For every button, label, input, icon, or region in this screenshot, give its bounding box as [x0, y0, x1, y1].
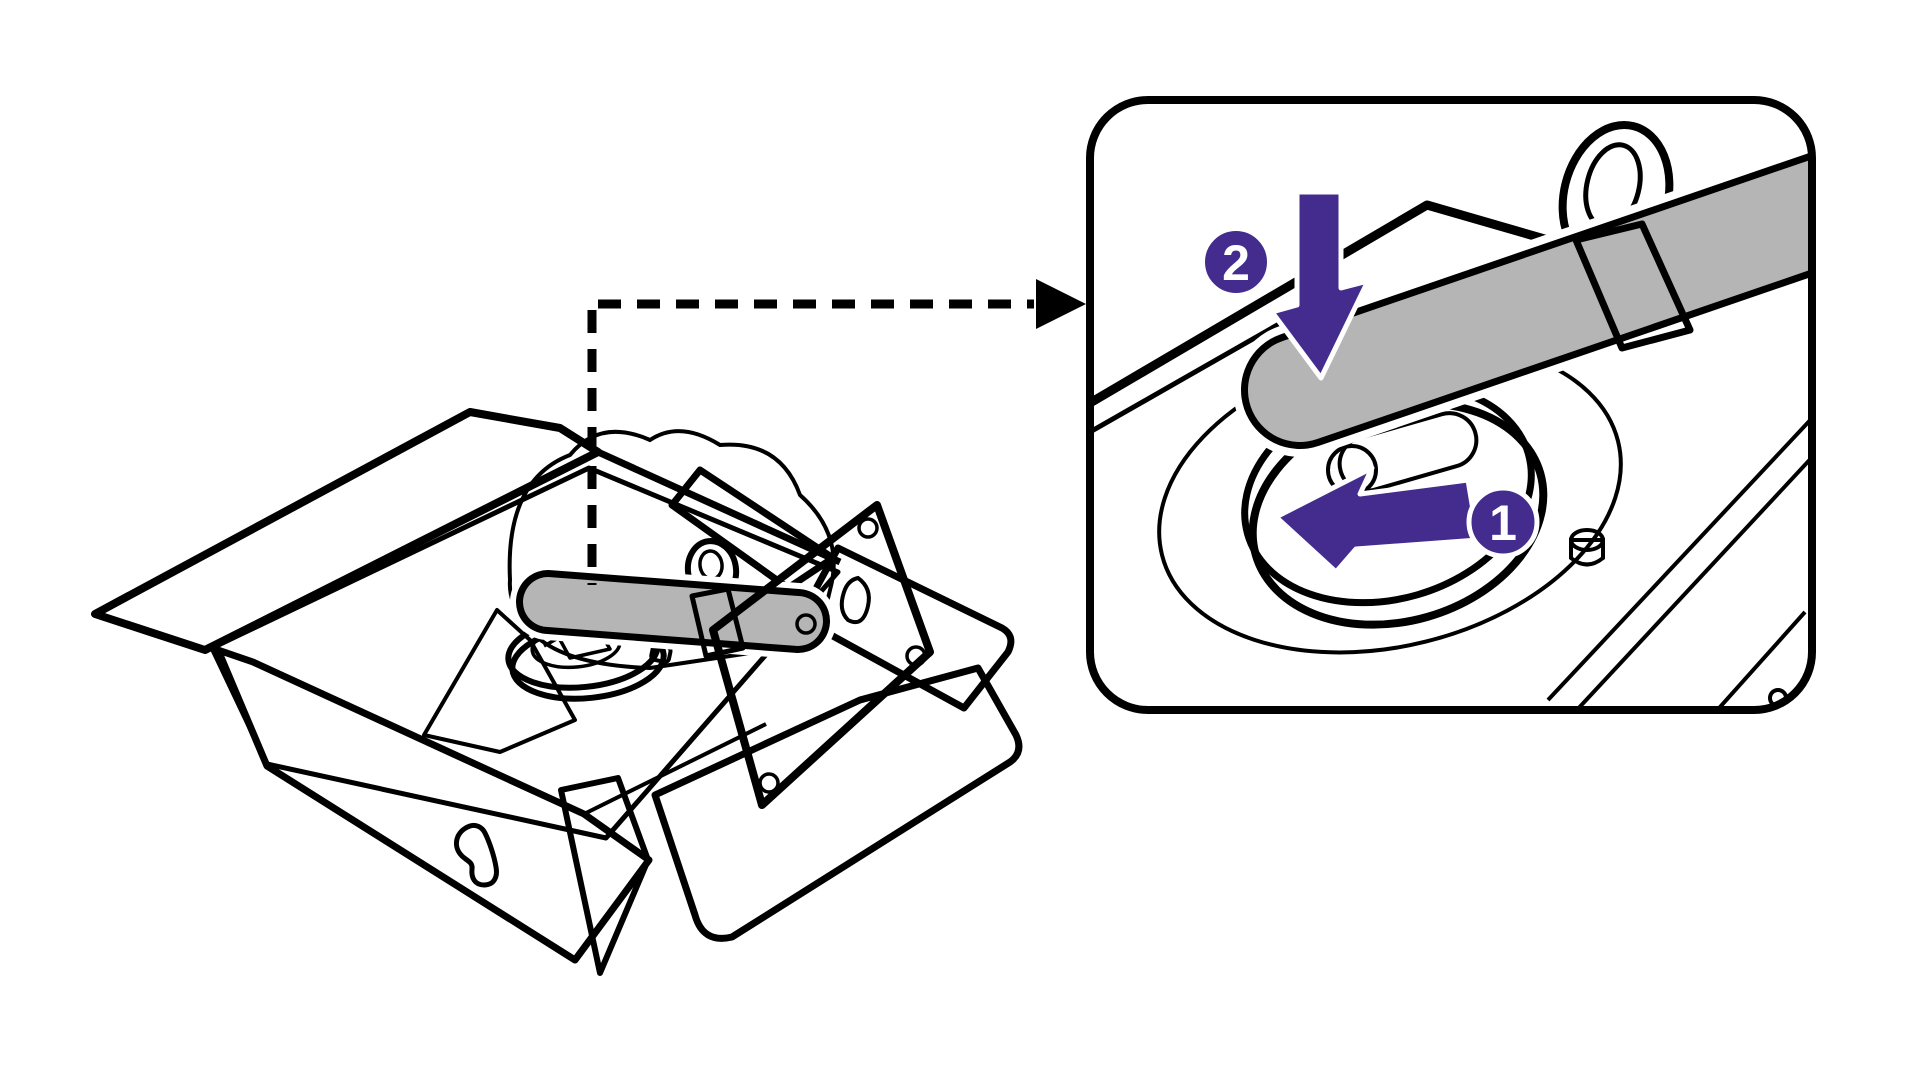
vesa-center-slot: [839, 575, 871, 625]
vesa-plate: [709, 501, 934, 809]
box-corner-edge-line: [1710, 610, 1807, 710]
step-2-badge: 2: [1201, 227, 1271, 297]
step-2-badge-circle: [1201, 227, 1271, 297]
cable-ring-band: [689, 586, 746, 659]
monitor-arm: [510, 564, 836, 659]
box-side-flap-right: [796, 544, 1015, 712]
thumb-screw-body: [1569, 538, 1605, 567]
vesa-screw-hole: [857, 517, 879, 539]
box-bottom-flap-right: [651, 664, 1023, 942]
box-edge-line-secondary: [1090, 309, 1302, 435]
vesa-screw-hole: [795, 613, 817, 635]
arrowhead-right-icon: [1036, 279, 1086, 329]
box-lid-flap: [91, 408, 602, 654]
packaging-box-illustration: [91, 279, 1086, 976]
box-edge-line-lower-1: [1546, 413, 1812, 702]
vesa-plate-face: [709, 501, 934, 809]
down-arrow-icon: [1269, 189, 1371, 381]
callout-panel: 2 1: [1086, 96, 1816, 714]
callout-content: [1090, 121, 1812, 710]
monitor-arm-fill: [1248, 151, 1812, 442]
monitor-arm-zoomed: [1233, 136, 1812, 457]
box-back-right-flap: [668, 466, 837, 592]
cable-ring-band: [1572, 220, 1694, 352]
foam-insert: [422, 608, 577, 754]
vesa-screw-hole: [758, 772, 780, 794]
box-edge-line-lower-2: [1573, 436, 1812, 710]
step-1-badge-circle: [1466, 485, 1540, 559]
step-1-number: 1: [1489, 495, 1517, 551]
monitor-arm-fill: [523, 577, 823, 646]
box-inner-edge-right: [583, 722, 767, 816]
box-bottom-flap-center: [558, 775, 651, 976]
vesa-screw-hole: [905, 645, 927, 667]
box-rear-rim-edge: [596, 448, 842, 566]
step-2-number: 2: [1222, 235, 1250, 291]
callout-border: [1086, 96, 1816, 714]
step-1-badge: 1: [1466, 485, 1540, 559]
box-handle-cutout: [453, 822, 499, 888]
thumb-screw-top: [1569, 528, 1605, 552]
zoom-connector: [587, 279, 1086, 585]
